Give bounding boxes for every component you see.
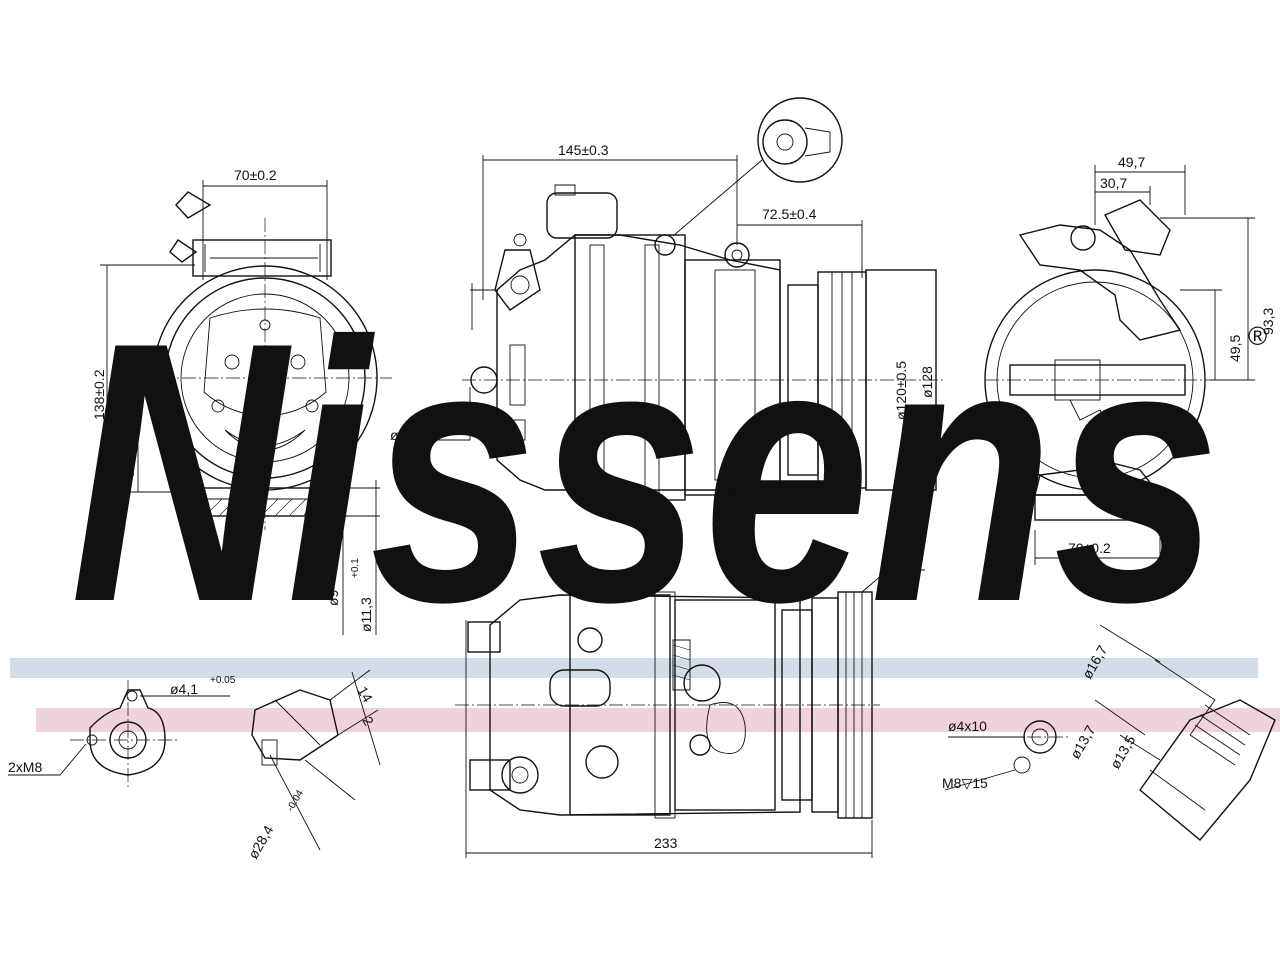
rear-height-1-dimension: 93,3	[1260, 308, 1276, 335]
side-view: 145±0.3 72.5±0.4	[390, 97, 944, 515]
front-bolt-hole-2-tol: +0.1	[350, 558, 361, 578]
rear-view: 49,7 30,7 93,3 49,5 70±0.2	[984, 154, 1276, 565]
port-thread-dimension: 2xM8	[8, 759, 42, 775]
registered-mark: ®	[1248, 321, 1267, 351]
side-overall-dimension: 145±0.3	[558, 142, 609, 158]
side-bore-tol: +0.3	[444, 424, 464, 435]
fitting-inner-dimension: ø13,5	[1107, 732, 1139, 771]
connector-diameter-dimension: ø28,4	[245, 822, 277, 861]
top-view: 4PK 233	[455, 553, 925, 858]
connector-len-a-dimension: 14	[354, 684, 376, 706]
overall-length-dimension: 233	[654, 835, 678, 851]
pressure-thread-dimension: M8▽15	[942, 775, 988, 791]
front-bolt-hole-dimension: ø9	[325, 589, 341, 606]
rear-height-2-dimension: 49,5	[1227, 335, 1243, 362]
rear-width-top-dimension: 49,7	[1118, 154, 1145, 170]
belt-type-label: 4PK	[892, 553, 919, 569]
port-detail: ø4,1 +0.05 2xM8	[8, 675, 236, 790]
pulley-outer-dimension: ø128	[919, 366, 935, 398]
pressure-port-detail: ø4x10 M8▽15	[942, 718, 1070, 791]
pressure-port-dimension: ø4x10	[948, 718, 987, 734]
front-height-center-dimension: 69±0.2	[121, 435, 137, 478]
rear-width-bottom-dimension: 70±0.2	[1068, 540, 1111, 556]
pulley-diameter-dimension: ø120±0.5	[893, 361, 909, 420]
port-hole-dimension: ø4,1	[170, 681, 198, 697]
pink-band	[36, 708, 1280, 732]
rear-offset-dimension: 30,7	[1100, 175, 1127, 191]
front-view: 70±0.2 138±0.2 69±0.2 ø9 +0.3 ø11,3 +0.1	[91, 167, 392, 635]
connector-detail: 14 2 ø28,4 -0.04	[245, 669, 381, 862]
port-hole-tol: +0.05	[210, 675, 236, 686]
connector-tol: -0.04	[285, 788, 306, 814]
front-height-total-dimension: 138±0.2	[91, 369, 107, 420]
front-width-dimension: 70±0.2	[234, 167, 277, 183]
front-bolt-hole-2-dimension: ø11,3	[358, 597, 374, 632]
side-bore-dimension: ø11,5	[390, 427, 425, 443]
front-bolt-hole-tol: +0.3	[317, 562, 328, 582]
side-to-pulley-dimension: 72.5±0.4	[762, 206, 817, 222]
blue-band	[10, 658, 1258, 678]
